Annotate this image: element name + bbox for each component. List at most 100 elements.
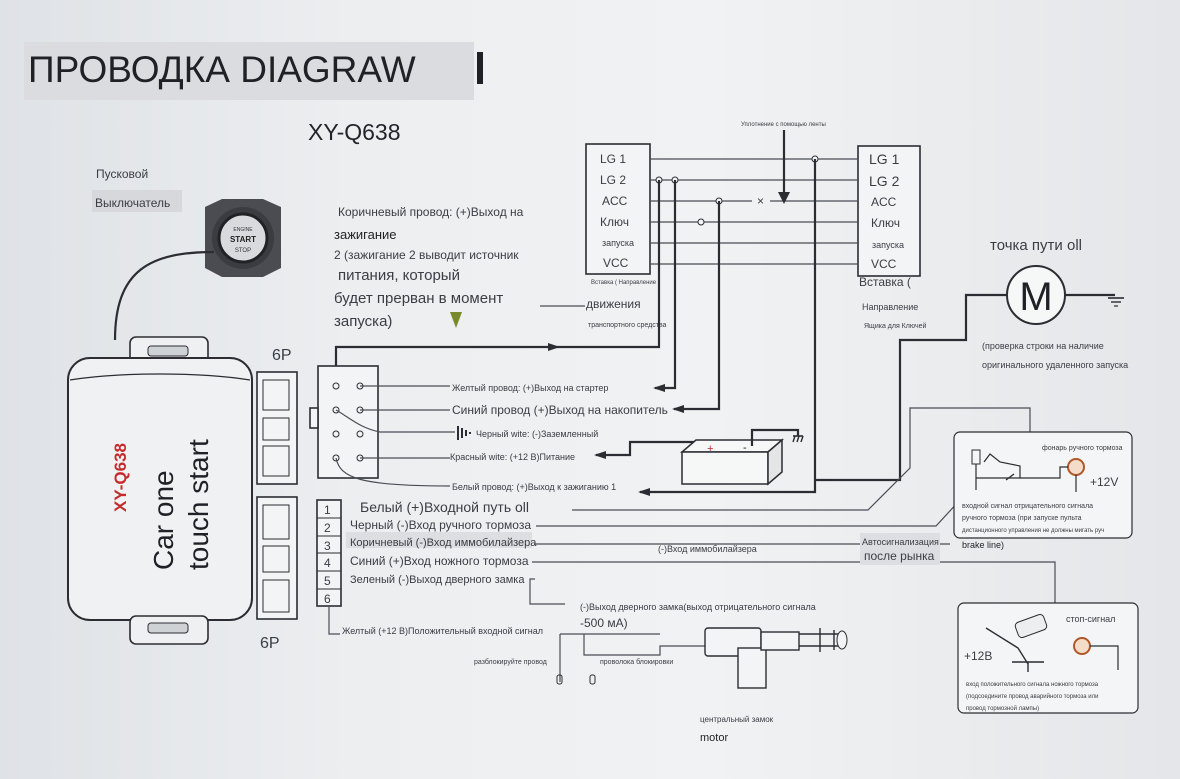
svg-text:ENGINE: ENGINE (233, 227, 253, 233)
right-terminal-block (857, 145, 921, 277)
brown-note-5: будет прерван в момент (334, 290, 503, 307)
handbrake-12v: +12V (1090, 475, 1118, 489)
pin-1: 1 (324, 503, 331, 517)
handbrake-note-2: ручного тормоза (при запуске пульта (962, 515, 1082, 522)
left-terminal-block (585, 143, 651, 275)
left-terminal-acc: ACC (602, 194, 628, 208)
immobilizer-input-label: (-)Вход иммобилайзера (658, 544, 757, 554)
handbrake-switch-icon (971, 449, 1021, 490)
wire-label-white: Белый провод: (+)Выход к зажиганию 1 (452, 482, 616, 492)
svg-text:-: - (743, 442, 747, 454)
pin-5: 5 (324, 574, 331, 588)
right-terminal-key: Ключ (871, 216, 900, 230)
right-terminal-under-1: Направление (862, 302, 918, 312)
down-arrow-icon (450, 312, 462, 328)
brown-note-4: питания, который (338, 267, 460, 284)
motor-point-note-2: оригинального удаленного запуска (982, 360, 1128, 370)
brake-lamp-icon (1073, 637, 1091, 655)
pin-4: 4 (324, 556, 331, 570)
tape-arrow-icon (778, 192, 790, 204)
svg-text:START: START (230, 235, 256, 244)
pin4-wire (532, 561, 1056, 605)
wire-label-blue: Синий провод (+)Выход на накопитель (452, 403, 668, 417)
footbrake-title: стоп-сигнал (1066, 614, 1115, 624)
right-terminal-vcc: VCC (871, 257, 897, 271)
footbrake-note-2: (подсоедините провод аварийного тормоза … (966, 693, 1098, 700)
tape-note: Уплотнение с помощью ленты (741, 122, 826, 128)
door-lock-output-1: (-)Выход дверного замка(выход отрицатель… (580, 602, 816, 612)
start-button-cable (113, 250, 215, 341)
connector-a (309, 365, 379, 479)
door-lock-output-2: -500 мА) (580, 616, 628, 630)
cut-mark-icon: × (757, 194, 764, 208)
svg-text:+: + (707, 443, 713, 455)
svg-text:STOP: STOP (235, 248, 251, 254)
right-terminal-under-2: Ящика для Ключей (864, 322, 926, 330)
right-terminal-lg1: LG 1 (869, 151, 900, 167)
central-lock-motor: motor (700, 732, 728, 744)
brown-note-2: зажигание (334, 227, 397, 242)
handbrake-note-4: brake line) (962, 540, 1004, 550)
module-line-2: touch start (183, 439, 214, 570)
connector-6p-bottom (256, 496, 298, 620)
central-lock-label: центральный замок (700, 715, 774, 724)
pin2-wire (536, 499, 961, 527)
motor-icon: M (1006, 265, 1066, 325)
right-terminal-insert: Вставка ( (859, 275, 911, 289)
connector-a-wires (335, 385, 455, 487)
pin-label-6: Желтый (+12 В)Положительный входной сигн… (342, 626, 543, 636)
motor-ground-icon (1108, 297, 1124, 307)
start-button-label-2: Выключатель (95, 196, 170, 210)
left-terminal-under-1: движения (586, 297, 641, 311)
motor-point-title: точка пути oll (990, 237, 1082, 254)
pin-3: 3 (324, 539, 331, 553)
brown-note-1: Коричневый провод: (+)Выход на (338, 205, 524, 219)
alarm-line-2: после рынка (864, 549, 935, 563)
left-terminal-start: запуска (602, 238, 634, 248)
terminal-bus-wires (650, 158, 858, 265)
footbrake-note-3: провод тормозной лампы) (966, 705, 1039, 712)
start-stop-button-icon: ENGINE START STOP (205, 199, 281, 277)
start-label-plate (92, 190, 182, 212)
brown-note-6: запуска) (334, 313, 392, 330)
connector-6p-top (256, 371, 298, 485)
footbrake-12v: +12В (964, 649, 992, 663)
brown-note-3: 2 (зажигание 2 выводит источник (334, 248, 519, 262)
model-title: XY-Q638 (308, 119, 401, 145)
pin-strip: 1 2 3 4 5 6 (316, 499, 342, 607)
pin1-wire (572, 407, 1031, 511)
battery-ground-icon (792, 435, 804, 443)
left-terminal-lg1: LG 1 (600, 152, 626, 166)
connector-6p-bottom-label: 6P (260, 635, 280, 652)
svg-text:M: M (1019, 275, 1052, 319)
pin5-wire (529, 578, 565, 605)
handbrake-note-3: дистанционного управления не должны мига… (962, 528, 1104, 534)
ground-icon (457, 426, 471, 440)
pin-2: 2 (324, 521, 331, 535)
footbrake-panel: стоп-сигнал +12В вход положительного сиг… (957, 602, 1139, 714)
title-cursor (477, 52, 483, 84)
motor-point-note-1: (проверка строки на наличие (982, 341, 1104, 351)
blue-wire-route (674, 201, 721, 411)
wire-label-black: Черный wite: (-)Заземленный (476, 429, 598, 439)
handbrake-panel: фонарь ручного тормоза +12V входной сигн… (953, 431, 1133, 539)
handbrake-lamp-icon (1067, 458, 1085, 476)
page-title: ПРОВОДКА DIAGRAW (28, 49, 416, 90)
handbrake-lamp-label: фонарь ручного тормоза (1042, 445, 1123, 452)
central-lock-actuator-icon (704, 627, 848, 689)
control-module: XY-Q638 Car one touch start (67, 336, 253, 645)
right-terminal-acc: ACC (871, 195, 897, 209)
unlock-wire-end-icon (556, 674, 596, 685)
handbrake-note-1: входной сигнал отрицательного сигнала (962, 502, 1093, 510)
left-terminal-vcc: VCC (603, 256, 629, 270)
module-brand: XY-Q638 (111, 443, 130, 512)
pin-label-1: Белый (+)Входной путь oll (360, 499, 529, 515)
pin-6: 6 (324, 592, 331, 606)
title-plate (24, 42, 474, 100)
brown-wire (334, 180, 661, 372)
right-terminal-start: запуска (872, 240, 904, 250)
wire-label-red: Красный wite: (+12 В)Питание (450, 452, 575, 462)
alarm-line-1: Автосигнализация (862, 537, 939, 547)
